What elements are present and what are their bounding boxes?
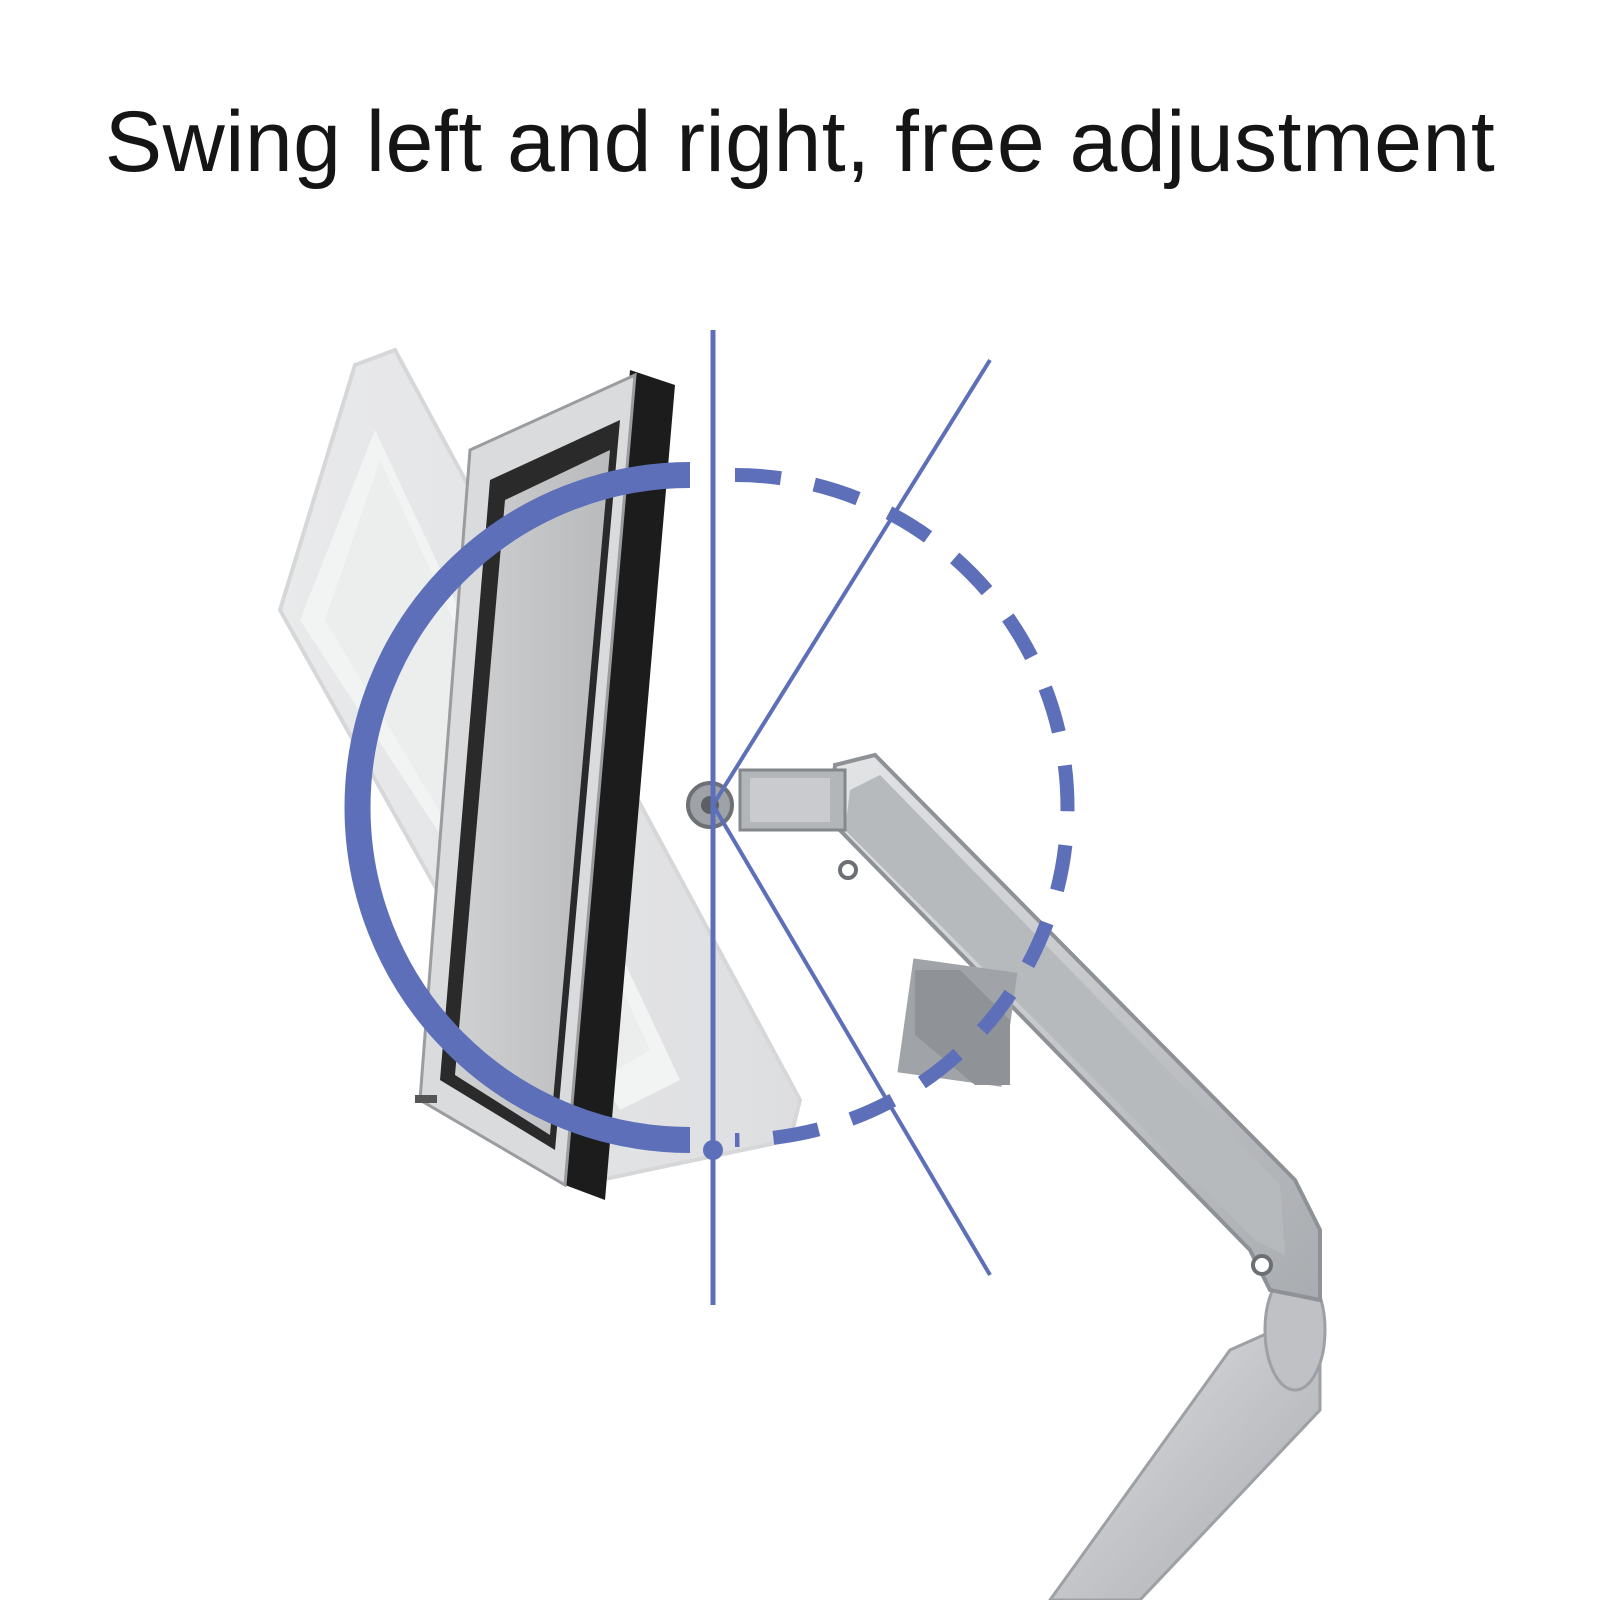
upper-arm: [827, 752, 1322, 1303]
swing-annotation: [344, 330, 1075, 1305]
rotation-arc-dashed: [734, 468, 1075, 1147]
rotation-arc-icon: [344, 462, 691, 1153]
swing-left-line: [711, 803, 992, 1277]
headline: Swing left and right, free adjustment: [104, 94, 1496, 190]
pivot-axis-icon: [703, 1140, 723, 1160]
front-monitor: [415, 370, 675, 1200]
lower-arm: [1048, 1268, 1327, 1600]
swing-right-line: [711, 358, 992, 807]
